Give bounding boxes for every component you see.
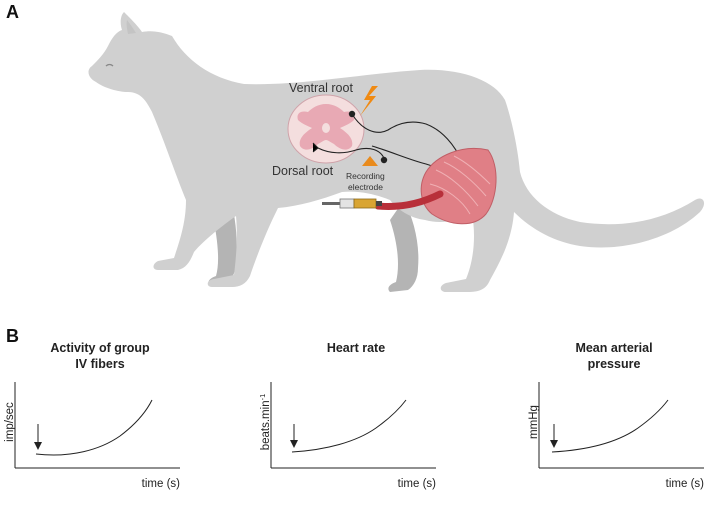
dorsal-root-label: Dorsal root: [272, 164, 334, 178]
panel-letter-b: B: [6, 326, 19, 346]
recording-electrode-icon: [362, 156, 378, 166]
graph-title-line1: Activity of group: [50, 341, 150, 355]
x-axis-label: time (s): [398, 478, 437, 490]
response-curve: [551, 399, 669, 453]
graph-mean-arterial-pressure: Mean arterial pressure mmHg time (s): [514, 340, 714, 516]
dorsal-root-node: [380, 156, 388, 164]
graph-group-iv-activity: Activity of group IV fibers imp/sec time…: [0, 340, 200, 516]
x-axis-label: time (s): [142, 478, 181, 490]
graph-title-line1: Mean arterial: [575, 341, 653, 355]
stimulation-lightning-icon: [360, 86, 378, 116]
y-axis-label: beats.min-1: [258, 394, 272, 451]
ventral-root-label: Ventral root: [289, 81, 353, 95]
stimulus-arrow-icon: [34, 424, 42, 450]
femoral-artery: [374, 190, 444, 210]
y-axis-label: mmHg: [528, 405, 540, 439]
graph-heart-rate: Heart rate beats.min-1 time (s): [256, 340, 456, 516]
stimulus-arrow-icon: [290, 424, 298, 448]
panel-letter-a: A: [6, 2, 19, 22]
stimulus-arrow-icon: [550, 424, 558, 448]
graph-title-line2: IV fibers: [75, 357, 125, 371]
graph-plot: imp/sec time (s): [4, 382, 181, 490]
recording-electrode-label-line1: Recording: [346, 171, 385, 181]
cat-experiment-illustration: Ventral root Dorsal root Recording elect…: [88, 12, 705, 292]
graph-title-line1: Heart rate: [326, 341, 386, 355]
spinal-cord-section: [287, 94, 365, 164]
cat-ear: [126, 20, 136, 34]
graph-plot: mmHg time (s): [528, 382, 705, 490]
y-axis-label: imp/sec: [4, 402, 16, 442]
recording-electrode-label-line2: electrode: [348, 182, 383, 192]
syringe-icon: [322, 198, 382, 209]
response-curve: [291, 399, 407, 453]
cat-body: [88, 12, 705, 292]
y-axis-label-superscript: -1: [258, 394, 267, 401]
response-curve: [35, 399, 153, 456]
cat-eye: [105, 63, 114, 67]
graph-title-line2: pressure: [587, 357, 641, 371]
x-axis-label: time (s): [666, 478, 705, 490]
ventral-root-node: [348, 110, 356, 118]
graph-plot: beats.min-1 time (s): [258, 382, 437, 490]
hindlimb-muscle: [420, 148, 497, 225]
